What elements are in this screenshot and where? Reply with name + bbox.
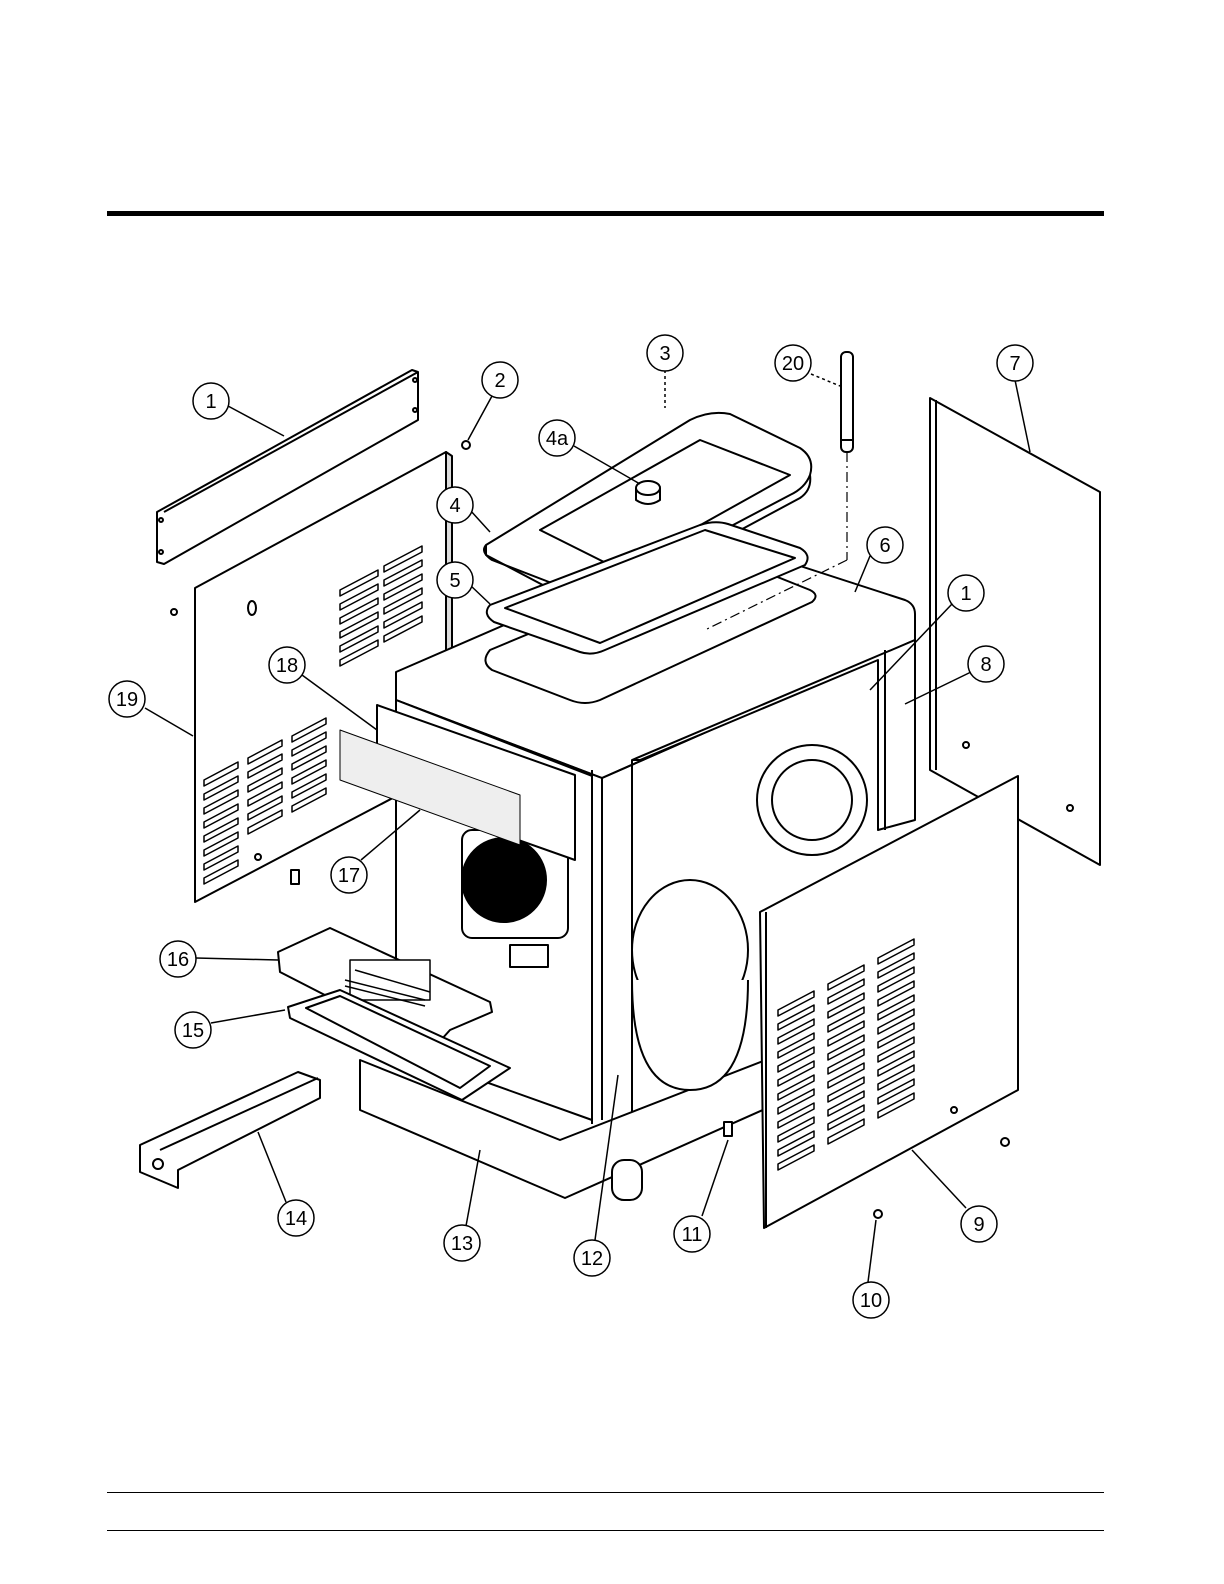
callout-1-left: 1	[193, 383, 229, 419]
callout-10: 10	[853, 1282, 889, 1318]
callout-label: 17	[338, 865, 360, 887]
callout-label: 11	[682, 1224, 703, 1246]
callout-label: 8	[980, 654, 991, 676]
lower-bracket	[140, 1072, 320, 1188]
callout-4: 4	[437, 487, 473, 523]
callout-label: 4a	[546, 428, 569, 450]
callout-6: 6	[867, 527, 903, 563]
callout-label: 18	[276, 655, 298, 677]
callout-11: 11	[674, 1216, 710, 1252]
callout-label: 14	[285, 1208, 307, 1230]
callout-7: 7	[997, 345, 1033, 381]
callout-2: 2	[482, 362, 518, 398]
callout-label: 6	[879, 535, 890, 557]
callout-label: 4	[449, 495, 460, 517]
callout-label: 12	[581, 1248, 603, 1270]
callout-16: 16	[160, 941, 196, 977]
callout-8: 8	[968, 646, 1004, 682]
callout-18: 18	[269, 647, 305, 683]
callout-label: 7	[1009, 353, 1020, 375]
screw-2	[462, 441, 470, 449]
callout-9: 9	[961, 1206, 997, 1242]
callout-20: 20	[775, 345, 811, 381]
callout-label: 5	[449, 570, 460, 592]
callout-19: 19	[109, 681, 145, 717]
callout-5: 5	[437, 562, 473, 598]
callout-label: 10	[860, 1290, 882, 1312]
clip-11	[724, 1122, 732, 1136]
callout-label: 20	[782, 353, 804, 375]
callout-3: 3	[647, 335, 683, 371]
callout-1-right: 1	[948, 575, 984, 611]
callout-label: 9	[973, 1214, 984, 1236]
callout-17: 17	[331, 857, 367, 893]
callout-4a: 4a	[539, 420, 575, 456]
callout-12: 12	[574, 1240, 610, 1276]
callout-14: 14	[278, 1200, 314, 1236]
callout-label: 3	[659, 343, 670, 365]
callout-15: 15	[175, 1012, 211, 1048]
callout-label: 1	[205, 391, 216, 413]
callout-label: 13	[451, 1233, 473, 1255]
callout-label: 16	[167, 949, 189, 971]
callout-13: 13	[444, 1225, 480, 1261]
callout-label: 1	[960, 583, 971, 605]
callout-label: 2	[494, 370, 505, 392]
callout-label: 19	[116, 689, 138, 711]
callout-label: 15	[182, 1020, 204, 1042]
